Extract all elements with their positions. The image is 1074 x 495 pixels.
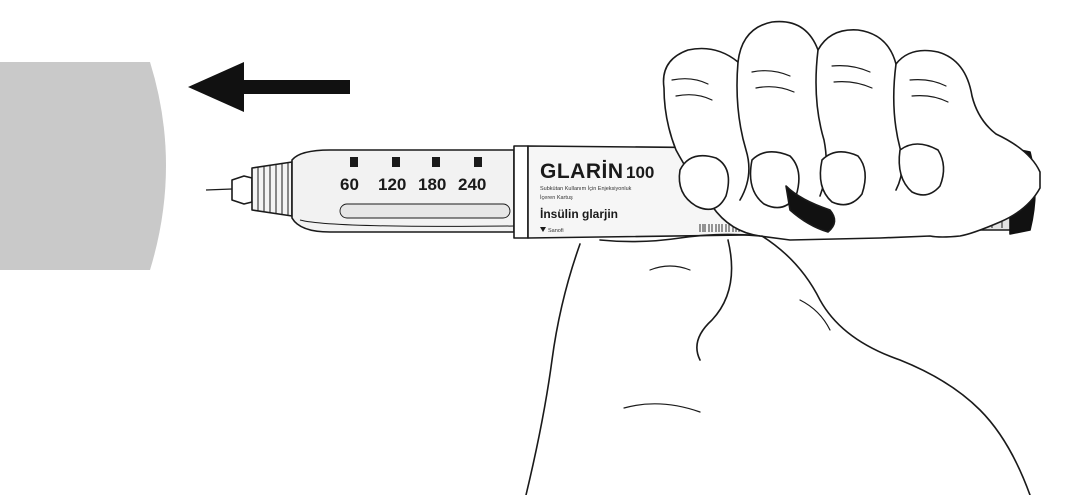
pen-manufacturer: Sanofi	[548, 228, 564, 234]
pen-brand-name: GLARİN	[540, 160, 624, 183]
hand-icon	[526, 22, 1040, 495]
arrow-left-icon	[188, 62, 350, 112]
pen-cap-icon	[0, 62, 166, 270]
scale-mark-60: 60	[340, 175, 359, 194]
pen-generic-name: İnsülin glarjin	[540, 206, 618, 221]
scale-mark-240: 240	[458, 175, 486, 194]
scale-mark-120: 120	[378, 175, 406, 194]
pen-label-line-1: Subkütan Kullanım İçin Enjeksiyonluk	[540, 185, 632, 192]
pen-label-line-2: İçeren Kartuş	[540, 194, 573, 201]
pen-strength: 100	[626, 163, 654, 182]
scale-mark-180: 180	[418, 175, 446, 194]
